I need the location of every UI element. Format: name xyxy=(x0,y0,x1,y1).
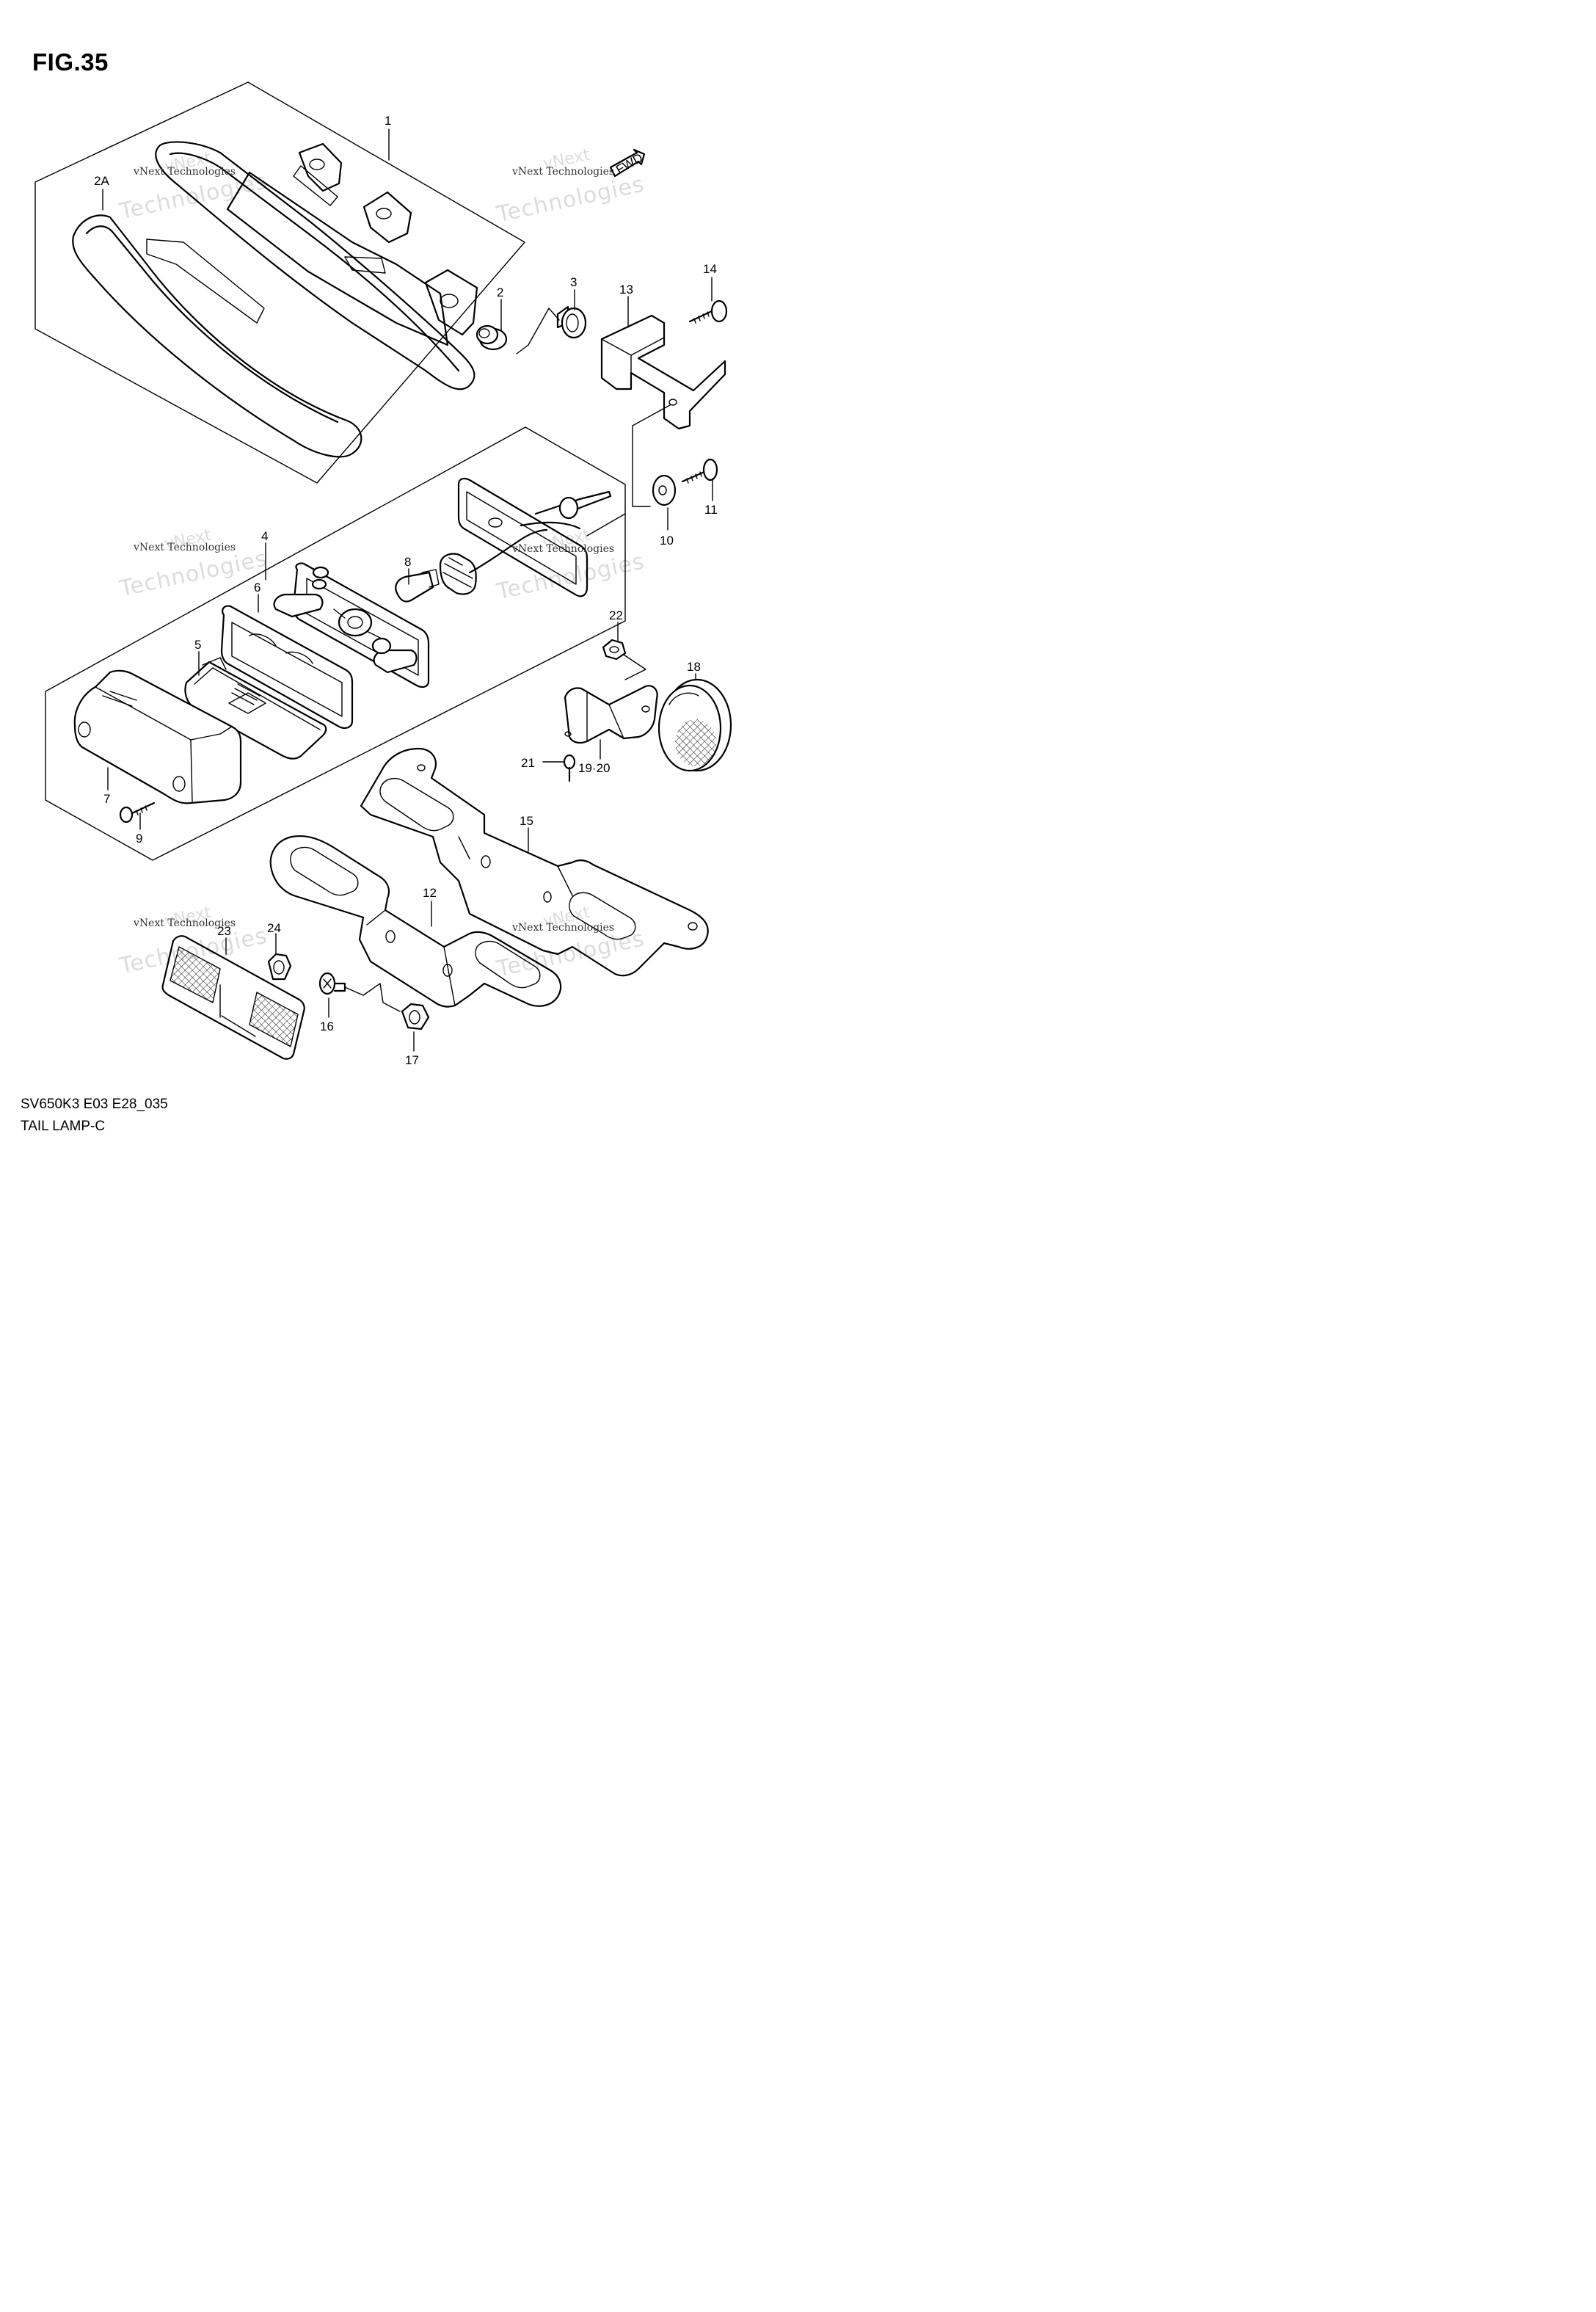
callout-4: 4 xyxy=(261,529,268,543)
callout-24: 24 xyxy=(267,921,281,935)
callout-18: 18 xyxy=(687,660,701,674)
callout-2A: 2A xyxy=(94,174,109,188)
tail-lamp-housing xyxy=(72,141,478,458)
callout-leaders xyxy=(102,128,713,1052)
license-bracket-12 xyxy=(269,835,562,1008)
leader-4-unit xyxy=(586,513,626,537)
screw-11 xyxy=(681,458,718,484)
callout-14: 14 xyxy=(703,262,717,276)
round-reflector-18 xyxy=(657,678,732,772)
gasket-6 xyxy=(220,605,354,729)
reflector-board xyxy=(273,562,430,688)
callout-13: 13 xyxy=(619,283,633,297)
watermark-line: vNext Technologies xyxy=(512,543,615,555)
reflector-bracket-19-20 xyxy=(564,685,658,744)
callout-8: 8 xyxy=(404,555,411,569)
callout-1: 1 xyxy=(385,114,391,128)
washer-10 xyxy=(652,474,677,506)
callout-23: 23 xyxy=(217,924,231,938)
bulb-socket xyxy=(439,528,548,595)
callout-15: 15 xyxy=(520,814,533,828)
callout-2: 2 xyxy=(497,286,503,299)
callout-10: 10 xyxy=(660,534,674,548)
watermark-line: vNext Technologies xyxy=(134,166,236,178)
outer-lens-7 xyxy=(73,669,242,804)
watermark-line: vNext Technologies xyxy=(134,542,236,553)
figure-title: FIG.35 xyxy=(32,48,109,76)
callout-19-20: 19·20 xyxy=(578,761,610,775)
rivet-21 xyxy=(542,754,576,782)
callout-6: 6 xyxy=(254,581,260,595)
watermark-line: vNext Technologies xyxy=(512,166,615,178)
watermark-line: vNext Technologies xyxy=(134,917,236,929)
callout-7: 7 xyxy=(103,792,110,806)
leader-13-10 xyxy=(632,404,671,507)
callout-17: 17 xyxy=(405,1053,419,1067)
callout-9: 9 xyxy=(136,832,142,846)
inner-lens-5 xyxy=(184,657,327,760)
callout-5: 5 xyxy=(194,638,201,652)
watermark-line: vNext Technologies xyxy=(512,922,615,934)
socket-housing-4 xyxy=(457,477,612,597)
callout-16: 16 xyxy=(320,1019,334,1033)
model-code: SV650K3 E03 E28_035 xyxy=(21,1097,168,1112)
bulb-8 xyxy=(395,569,440,603)
screw-14 xyxy=(688,299,728,324)
license-bracket-15 xyxy=(360,747,709,977)
bolt-3 xyxy=(556,305,587,339)
nut-24 xyxy=(267,953,292,981)
callout-12: 12 xyxy=(423,886,437,900)
callout-21: 21 xyxy=(521,756,535,770)
callout-numbers: 1 2A 2 3 13 14 10 11 4 8 6 5 7 9 22 18 2… xyxy=(94,114,718,1067)
bracket-13 xyxy=(600,314,726,430)
figure-caption: TAIL LAMP-C xyxy=(21,1119,106,1134)
assembly-box-1 xyxy=(34,81,525,484)
bolt-16 xyxy=(318,972,401,1012)
leader-22-19 xyxy=(623,654,646,680)
nut-17 xyxy=(401,1003,430,1030)
parts-diagram: FWD 1 2A 2 3 13 14 10 11 4 xyxy=(34,81,732,1067)
screw-9 xyxy=(119,801,156,824)
callout-11: 11 xyxy=(704,503,718,517)
nut-22 xyxy=(602,639,627,661)
rectangular-reflector-23 xyxy=(161,935,305,1060)
assembly-box-4 xyxy=(45,426,626,861)
callout-22: 22 xyxy=(609,608,623,622)
leader-3-1 xyxy=(516,308,560,355)
grommet-2 xyxy=(475,324,508,351)
callout-3: 3 xyxy=(570,275,577,289)
